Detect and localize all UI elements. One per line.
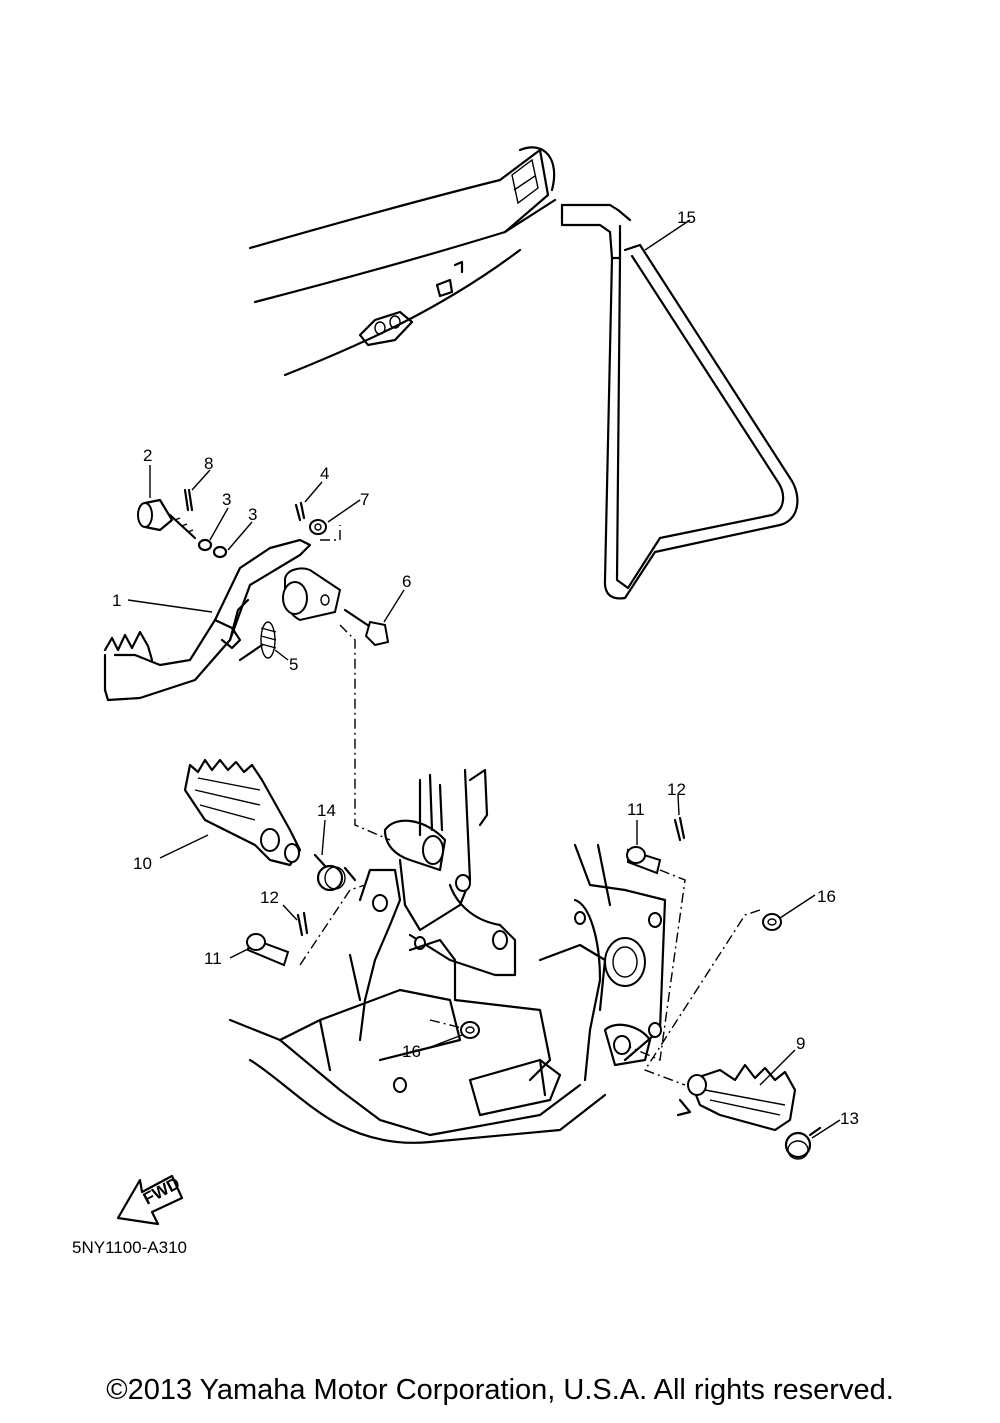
brake-pedal (103, 538, 342, 702)
callout-14: 14 (317, 801, 336, 820)
left-footrest (183, 758, 302, 867)
callout-4: 4 (320, 464, 329, 483)
callout-15: 15 (677, 208, 696, 227)
right-spring (784, 1126, 822, 1160)
rear-frame (248, 146, 557, 377)
callout-5: 5 (289, 655, 298, 674)
callout-9: 9 (796, 1034, 805, 1053)
callout-7: 7 (360, 490, 369, 509)
stand (560, 203, 799, 600)
callout-8: 8 (204, 454, 213, 473)
fwd-label: FWD (140, 1174, 183, 1209)
callout-3: 3 (248, 505, 257, 524)
callout-11: 11 (204, 949, 222, 968)
callout-11: 11 (627, 800, 645, 819)
callout-12: 12 (260, 888, 279, 907)
callout-16: 16 (402, 1042, 421, 1061)
callout-16: 16 (817, 887, 836, 906)
pedal-hardware (137, 488, 390, 647)
right-footrest (676, 1063, 797, 1132)
callout-13: 13 (840, 1109, 859, 1128)
leader-lines (127, 219, 841, 1139)
fwd-arrow: FWD (116, 1174, 184, 1226)
copyright-notice: ©2013 Yamaha Motor Corporation, U.S.A. A… (106, 1374, 894, 1406)
callout-2: 2 (143, 446, 152, 465)
callout-3: 3 (222, 490, 231, 509)
callout-1: 1 (112, 591, 121, 610)
callout-labels: 1 2 3 3 4 5 6 7 8 9 10 11 11 12 12 13 14… (112, 208, 859, 1128)
main-frame (228, 768, 667, 1144)
footrest-spring (313, 853, 357, 892)
footrest-hardware (246, 816, 782, 1039)
drawing-code: 5NY1100-A310 (72, 1238, 187, 1257)
callout-6: 6 (402, 572, 411, 591)
callout-10: 10 (133, 854, 152, 873)
callout-12: 12 (667, 780, 686, 799)
